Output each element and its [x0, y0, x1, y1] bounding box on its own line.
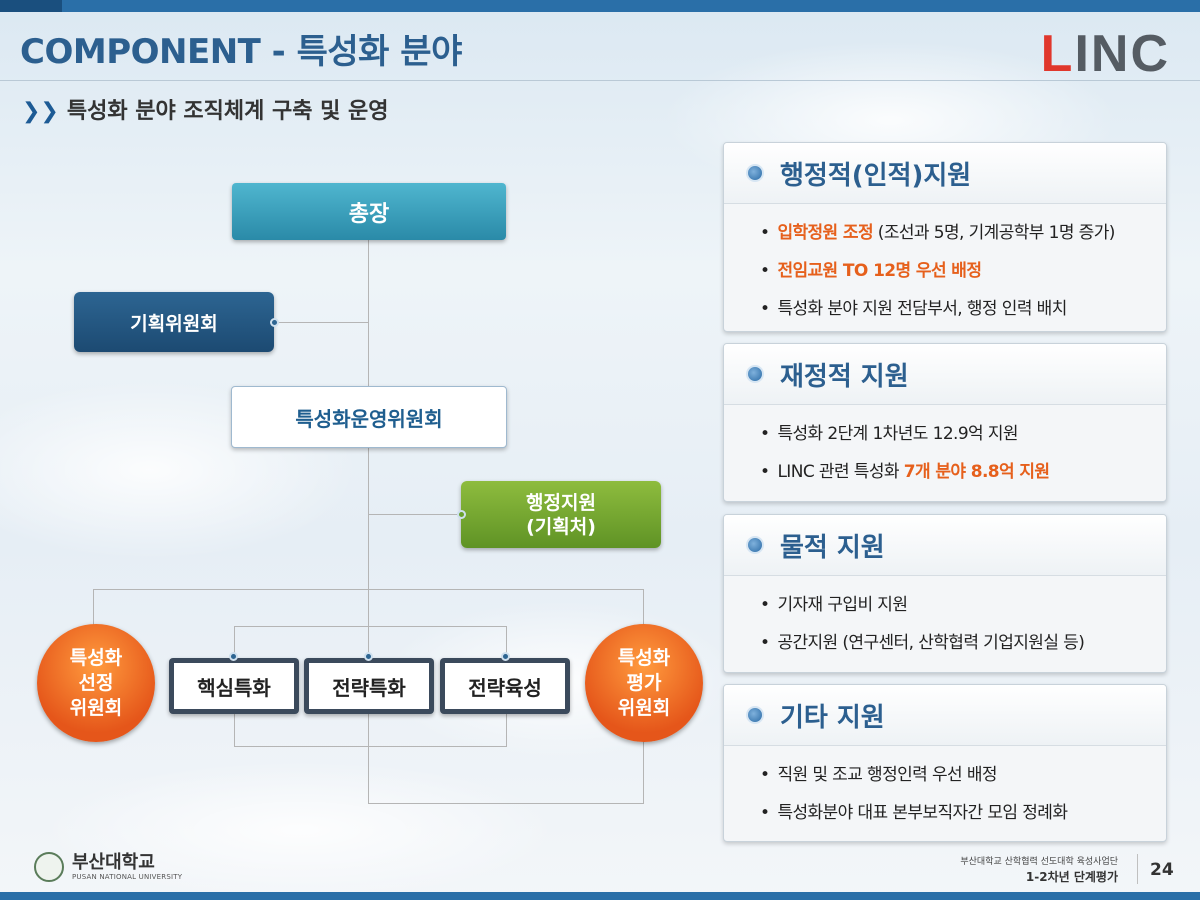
list-item: •공간지원 (연구센터, 산학협력 기업지원실 등) [760, 633, 1085, 653]
evaluation-committee-line: 특성화 [617, 646, 671, 669]
connector-line [234, 714, 235, 746]
bullet-dot-icon [746, 365, 764, 383]
panel-header: 재정적 지원 [724, 344, 1166, 405]
page-number: 24 [1150, 860, 1174, 880]
evaluation-committee-circle: 특성화 평가 위원회 [585, 624, 703, 742]
evaluation-committee-line: 평가 [626, 671, 662, 694]
item-text: 직원 및 조교 행정인력 우선 배정 [777, 765, 997, 785]
double-chevron-icon: ❯❯ [22, 99, 59, 124]
highlight-text: 전임교원 TO 12명 우선 배정 [777, 261, 982, 281]
bullet-dot-icon [746, 536, 764, 554]
connector-line [234, 746, 507, 747]
connector-dot [229, 652, 238, 661]
connector-line [368, 514, 463, 515]
evaluation-committee-line: 위원회 [617, 696, 671, 719]
operating-committee-box: 특성화운영위원회 [231, 386, 507, 448]
title-divider [0, 80, 1200, 81]
cloud-decoration [40, 760, 560, 900]
connector-line [643, 589, 644, 625]
connector-line [93, 589, 94, 639]
university-name-ko: 부산대학교 [72, 852, 155, 873]
planning-committee-box: 기획위원회 [74, 292, 274, 352]
connector-line [234, 626, 235, 658]
connector-dot [364, 652, 373, 661]
list-item: •직원 및 조교 행정인력 우선 배정 [760, 765, 998, 785]
panel-material-support: 물적 지원 •기자재 구입비 지원 •공간지원 (연구센터, 산학협력 기업지원… [723, 514, 1167, 673]
list-item: •전임교원 TO 12명 우선 배정 [760, 261, 982, 281]
connector-dot [270, 318, 279, 327]
connector-line [506, 714, 507, 746]
admin-support-dept: (기획처) [526, 515, 596, 538]
section-subtitle: ❯❯ 특성화 분야 조직체계 구축 및 운영 [22, 93, 389, 125]
connector-line [368, 240, 369, 386]
selection-committee-line: 선정 [78, 671, 114, 694]
connector-line [234, 626, 507, 627]
selection-committee-line: 위원회 [69, 696, 123, 719]
item-text: 특성화 분야 지원 전담부서, 행정 인력 배치 [777, 299, 1067, 319]
university-logo: 부산대학교 PUSAN NATIONAL UNIVERSITY [34, 852, 182, 882]
item-text: 공간지원 (연구센터, 산학협력 기업지원실 등) [777, 633, 1085, 653]
connector-line [506, 626, 507, 658]
connector-line [643, 740, 644, 804]
subtitle-text: 특성화 분야 조직체계 구축 및 운영 [66, 99, 389, 124]
bullet-dot-icon [746, 706, 764, 724]
item-text: (조선과 5명, 기계공학부 1명 증가) [873, 223, 1116, 243]
unit-strategic-box: 전략특화 [304, 658, 434, 714]
president-box: 총장 [232, 183, 506, 240]
panel-header: 기타 지원 [724, 685, 1166, 746]
panel-admin-support: 행정적(인적)지원 •입학정원 조정 (조선과 5명, 기계공학부 1명 증가)… [723, 142, 1167, 332]
panel-title: 기타 지원 [780, 702, 885, 733]
highlight-text: 입학정원 조정 [777, 223, 873, 243]
highlight-text: 7개 분야 8.8억 지원 [903, 462, 1050, 482]
panel-title: 행정적(인적)지원 [780, 160, 972, 191]
university-seal-icon [34, 852, 64, 882]
panel-header: 물적 지원 [724, 515, 1166, 576]
admin-support-box: 행정지원 (기획처) [461, 481, 661, 548]
top-bar [0, 0, 1200, 12]
admin-support-label: 행정지원 [526, 491, 596, 514]
unit-label: 전략특화 [309, 663, 429, 709]
unit-growth-box: 전략육성 [440, 658, 570, 714]
linc-logo: LINC [1040, 25, 1170, 83]
panel-title: 물적 지원 [780, 532, 885, 563]
unit-label: 전략육성 [445, 663, 565, 709]
list-item: •입학정원 조정 (조선과 5명, 기계공학부 1명 증가) [760, 223, 1116, 243]
footer-divider [1137, 854, 1138, 884]
top-bar-accent [0, 0, 62, 12]
item-text: LINC 관련 특성화 [777, 462, 904, 482]
panel-financial-support: 재정적 지원 •특성화 2단계 1차년도 12.9억 지원 •LINC 관련 특… [723, 343, 1167, 502]
list-item: •특성화 분야 지원 전담부서, 행정 인력 배치 [760, 299, 1067, 319]
unit-label: 핵심특화 [174, 663, 294, 709]
project-name: 부산대학교 산학협력 선도대학 육성사업단 [960, 857, 1118, 867]
panel-header: 행정적(인적)지원 [724, 143, 1166, 204]
bullet-dot-icon [746, 164, 764, 182]
panel-title: 재정적 지원 [780, 361, 909, 392]
university-name-en: PUSAN NATIONAL UNIVERSITY [72, 873, 183, 881]
item-text: 기자재 구입비 지원 [777, 595, 908, 615]
connector-line [368, 803, 644, 804]
item-text: 특성화 2단계 1차년도 12.9억 지원 [777, 424, 1018, 444]
connector-line [368, 448, 369, 803]
panel-other-support: 기타 지원 •직원 및 조교 행정인력 우선 배정 •특성화분야 대표 본부보직… [723, 684, 1167, 842]
item-text: 특성화분야 대표 본부보직자간 모임 정례화 [777, 803, 1068, 823]
selection-committee-line: 특성화 [69, 646, 123, 669]
evaluation-label: 1-2차년 단계평가 [1025, 870, 1118, 884]
selection-committee-circle: 특성화 선정 위원회 [37, 624, 155, 742]
list-item: •특성화 2단계 1차년도 12.9억 지원 [760, 424, 1019, 444]
connector-dot [457, 510, 466, 519]
connector-line [274, 322, 369, 323]
list-item: •LINC 관련 특성화 7개 분야 8.8억 지원 [760, 462, 1050, 482]
list-item: •특성화분야 대표 본부보직자간 모임 정례화 [760, 803, 1068, 823]
connector-line [93, 589, 643, 590]
bottom-bar [0, 892, 1200, 900]
connector-dot [501, 652, 510, 661]
unit-core-box: 핵심특화 [169, 658, 299, 714]
page-title: COMPONENT - 특성화 분야 [20, 32, 462, 72]
list-item: •기자재 구입비 지원 [760, 595, 908, 615]
